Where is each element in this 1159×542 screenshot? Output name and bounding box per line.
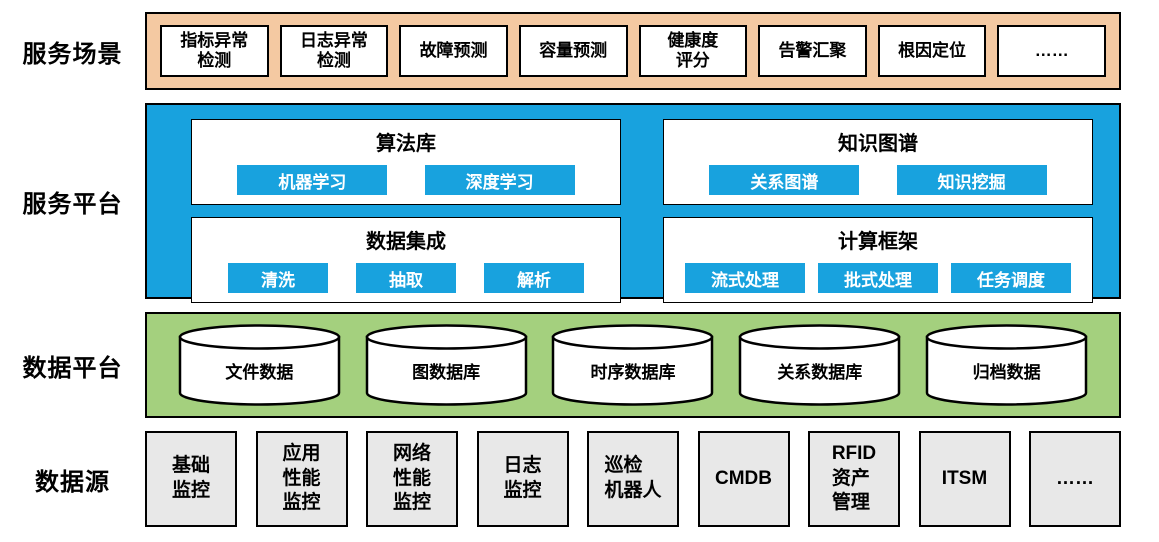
panel-algorithm-library: 算法库 机器学习 深度学习 (191, 119, 621, 205)
scenario-label: 故障预测 (419, 41, 488, 61)
layer-data-sources: 数据源 基础 监控 应用 性能 监控 网络 性能 监控 日志 监控 巡检 机器人… (0, 431, 1159, 527)
source-label: RFID 资产 管理 (831, 442, 877, 514)
database-label: 归档数据 (972, 363, 1041, 382)
scenario-label: 日志异常 检测 (299, 31, 368, 70)
chip-extraction: 抽取 (356, 263, 456, 293)
database-cylinder-file: 文件数据 (177, 322, 342, 408)
source-label: …… (1056, 467, 1094, 489)
panel-title: 计算框架 (838, 231, 918, 253)
sources-row: 基础 监控 应用 性能 监控 网络 性能 监控 日志 监控 巡检 机器人 CMD… (145, 431, 1121, 527)
cylinder-shape (178, 324, 341, 406)
cylinder-shape (739, 324, 901, 406)
layer-label-data-platform: 数据平台 (22, 354, 123, 382)
chip-knowledge-mining: 知识挖掘 (896, 165, 1047, 195)
scenario-box-health-score: 健康度 评分 (638, 25, 748, 77)
scenario-label: 指标异常 检测 (180, 31, 249, 70)
source-box-rfid: RFID 资产 管理 (808, 431, 900, 527)
chip-parsing: 解析 (484, 263, 584, 293)
source-box-itsm: ITSM (918, 431, 1011, 527)
database-label: 文件数据 (225, 363, 294, 382)
chip-task-scheduling: 任务调度 (951, 263, 1071, 293)
source-box-basic-monitoring: 基础 监控 (145, 431, 237, 527)
database-label: 时序数据库 (590, 363, 676, 382)
panel-computing-framework: 计算框架 流式处理 批式处理 任务调度 (663, 217, 1093, 303)
source-label: CMDB (715, 467, 772, 489)
panel-buttons: 清洗 抽取 解析 (200, 263, 612, 293)
panel-knowledge-graph: 知识图谱 关系图谱 知识挖掘 (663, 119, 1093, 205)
source-label: ITSM (941, 467, 988, 489)
source-box-npm: 网络 性能 监控 (366, 431, 458, 527)
layer-service-platform: 服务平台 算法库 机器学习 深度学习 知识图谱 关系图谱 知识挖掘 数据集成 (0, 103, 1159, 303)
scenario-label: 健康度 评分 (667, 31, 719, 70)
database-cylinder-graph: 图数据库 (364, 322, 529, 408)
layer-label-platform: 服务平台 (22, 190, 123, 218)
scenario-label: 告警汇聚 (778, 41, 847, 61)
scenario-label: …… (1034, 41, 1069, 61)
panel-title: 算法库 (376, 133, 436, 155)
source-label: 巡检 机器人 (604, 455, 662, 501)
platform-band: 算法库 机器学习 深度学习 知识图谱 关系图谱 知识挖掘 数据集成 清洗 抽取 (145, 103, 1121, 303)
source-box-inspection-robot: 巡检 机器人 (587, 431, 679, 527)
scenario-box-capacity-prediction: 容量预测 (518, 25, 628, 77)
scenario-box-ellipsis: …… (997, 25, 1106, 77)
chip-batch-processing: 批式处理 (818, 263, 938, 293)
database-cylinder-archive: 归档数据 (924, 322, 1089, 408)
source-label: 应用 性能 监控 (282, 442, 321, 514)
source-label: 网络 性能 监控 (392, 442, 431, 514)
source-box-ellipsis: …… (1029, 431, 1121, 527)
cylinder-shape (365, 324, 527, 406)
chip-stream-processing: 流式处理 (685, 263, 805, 293)
layer-data-platform: 数据平台 文件数据 图数据库 (0, 312, 1159, 418)
source-box-cmdb: CMDB (697, 431, 790, 527)
scenario-box-fault-prediction: 故障预测 (399, 25, 508, 77)
panel-data-integration: 数据集成 清洗 抽取 解析 (191, 217, 621, 303)
scenario-box-log-anomaly: 日志异常 检测 (279, 25, 389, 77)
scenario-label: 根因定位 (898, 41, 967, 61)
layer-label-scenarios: 服务场景 (22, 40, 123, 68)
cylinder-shape (552, 324, 714, 406)
source-label: 基础 监控 (171, 455, 210, 501)
chip-deep-learning: 深度学习 (424, 165, 575, 195)
scenario-box-root-cause: 根因定位 (877, 25, 987, 77)
panel-title: 数据集成 (366, 231, 446, 253)
database-cylinder-timeseries: 时序数据库 (550, 322, 715, 408)
panel-title: 知识图谱 (838, 133, 918, 155)
scenario-box-alert-aggregation: 告警汇聚 (758, 25, 867, 77)
panel-buttons: 机器学习 深度学习 (200, 165, 612, 195)
panel-buttons: 关系图谱 知识挖掘 (672, 165, 1084, 195)
source-label: 日志 监控 (503, 455, 542, 501)
panel-buttons: 流式处理 批式处理 任务调度 (672, 263, 1084, 293)
cylinder-shape (925, 324, 1088, 406)
database-cylinder-relational: 关系数据库 (737, 322, 902, 408)
scenarios-band: 指标异常 检测 日志异常 检测 故障预测 容量预测 健康度 评分 告警汇聚 根因… (145, 12, 1121, 90)
scenario-label: 容量预测 (539, 41, 608, 61)
chip-machine-learning: 机器学习 (237, 165, 388, 195)
chip-cleaning: 清洗 (228, 263, 328, 293)
database-label: 关系数据库 (777, 363, 863, 382)
source-box-apm: 应用 性能 监控 (255, 431, 348, 527)
scenario-box-metric-anomaly: 指标异常 检测 (160, 25, 269, 77)
layer-label-sources: 数据源 (35, 468, 110, 496)
source-box-log-monitoring: 日志 监控 (476, 431, 569, 527)
data-platform-band: 文件数据 图数据库 时序数据库 (145, 312, 1121, 418)
chip-relation-graph: 关系图谱 (709, 165, 860, 195)
layer-service-scenarios: 服务场景 指标异常 检测 日志异常 检测 故障预测 容量预测 健康度 评分 告警… (0, 12, 1159, 90)
database-label: 图数据库 (412, 363, 481, 382)
aiops-architecture-diagram: 服务场景 指标异常 检测 日志异常 检测 故障预测 容量预测 健康度 评分 告警… (0, 12, 1159, 527)
